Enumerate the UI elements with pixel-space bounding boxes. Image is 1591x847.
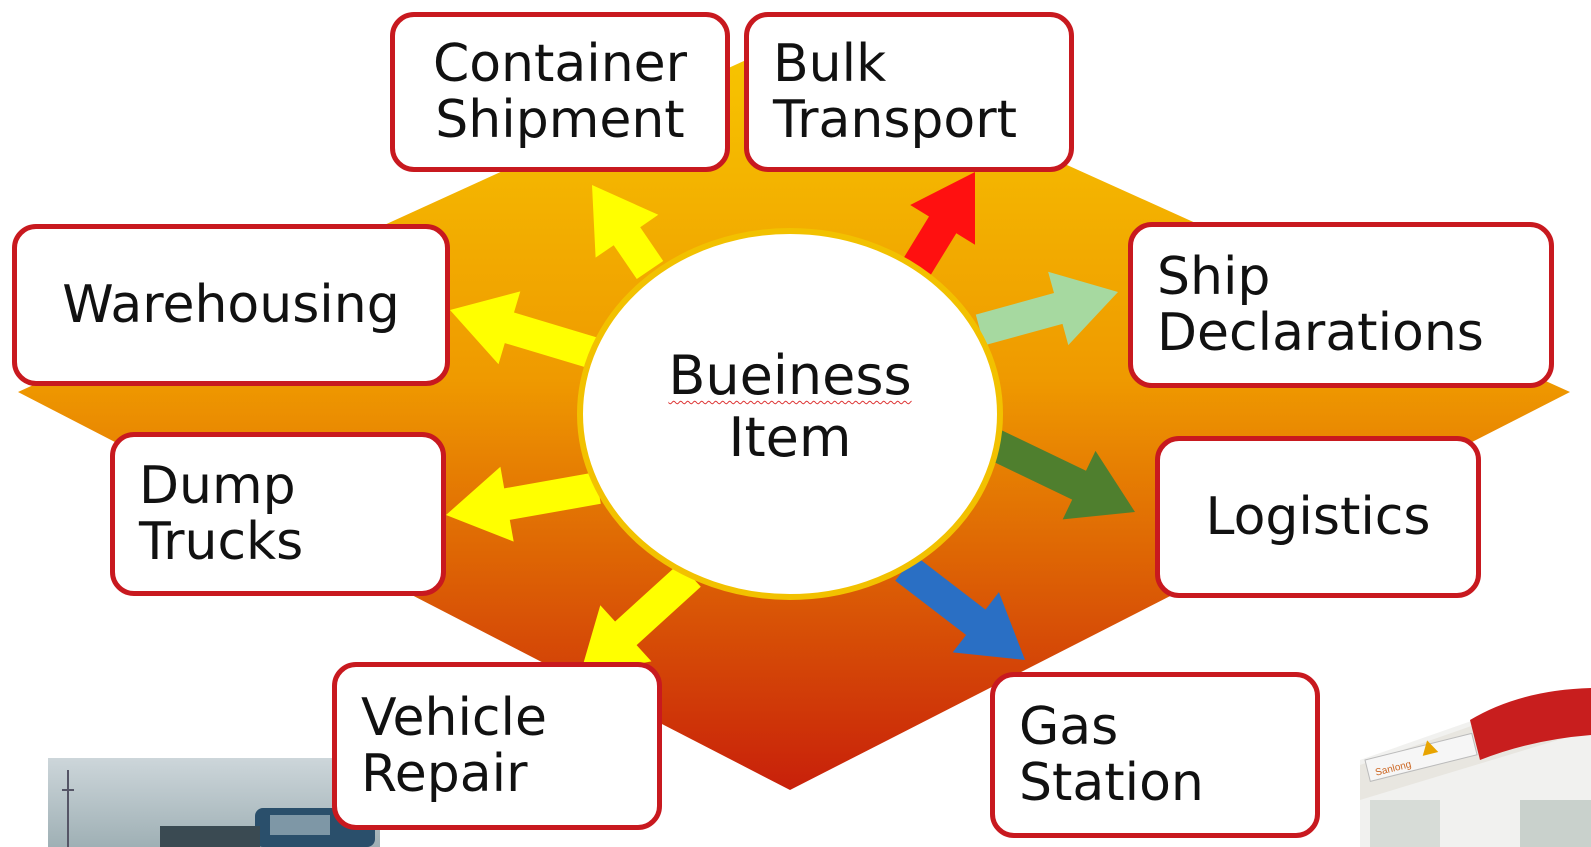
container-shipment-line-2: Shipment: [435, 90, 685, 150]
arrow-to-container-shipment: [592, 185, 664, 279]
container-shipment-line-1: Container: [432, 34, 688, 94]
gas-station-line-2: Station: [1019, 753, 1204, 813]
dump-trucks-line-1: Dump: [139, 456, 296, 516]
arrow-to-logistics: [978, 425, 1135, 520]
ship-declarations-line-1: Ship: [1157, 247, 1271, 307]
bulk-transport-line-2: Transport: [773, 90, 1018, 150]
container-shipment-box: Container Shipment: [390, 12, 730, 172]
arrow-to-gas-station: [895, 555, 1025, 660]
business-item-circle: [577, 228, 1003, 600]
bulk-transport-box: Bulk Transport: [744, 12, 1074, 172]
truck-photo: [48, 758, 380, 847]
arrow-to-ship-declarations: [975, 271, 1118, 346]
ship-declarations-box: Ship Declarations: [1128, 222, 1554, 388]
center-line-2: Item: [728, 406, 852, 469]
arrow-to-dump-trucks: [446, 466, 601, 542]
warehousing-line-1: Warehousing: [62, 275, 400, 335]
vehicle-repair-box: Vehicle Repair: [332, 662, 662, 830]
logistics-line-1: Logistics: [1205, 487, 1431, 547]
logistics-box: Logistics: [1155, 436, 1481, 598]
ship-declarations-line-2: Declarations: [1157, 303, 1484, 363]
arrow-to-vehicle-repair: [580, 563, 701, 675]
gas-station-photo: Sanlong: [1360, 688, 1591, 847]
warehousing-box: Warehousing: [12, 224, 450, 386]
bulk-transport-line-1: Bulk: [773, 34, 887, 94]
vehicle-repair-line-1: Vehicle: [361, 688, 547, 748]
dump-trucks-box: Dump Trucks: [110, 432, 446, 596]
dump-trucks-line-2: Trucks: [139, 512, 304, 572]
center-line-1: Bueiness: [668, 344, 912, 407]
arrow-to-warehousing: [450, 291, 605, 371]
business-item-label: Bueiness Item: [600, 345, 980, 469]
arrow-to-bulk-transport: [901, 172, 975, 279]
gas-station-box: Gas Station: [990, 672, 1320, 838]
gas-station-line-1: Gas: [1019, 697, 1119, 757]
vehicle-repair-line-2: Repair: [361, 744, 528, 804]
